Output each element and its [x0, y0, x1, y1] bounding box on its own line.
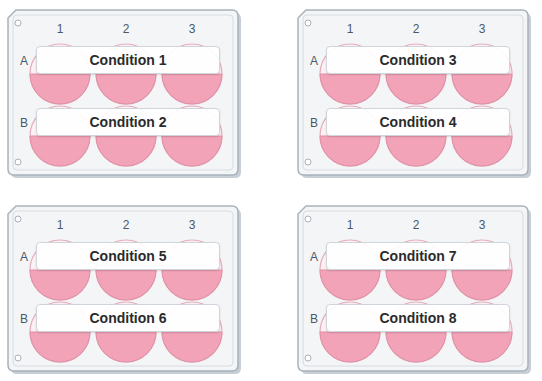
condition-text: Condition 6 [90, 310, 167, 326]
row-letter: A [302, 250, 326, 264]
condition-text: Condition 3 [380, 52, 457, 68]
column-number: 2 [114, 22, 138, 36]
row-letter: B [302, 312, 326, 326]
column-number: 2 [404, 218, 428, 232]
condition-text: Condition 7 [380, 248, 457, 264]
row-letter: B [12, 312, 36, 326]
column-number: 3 [470, 22, 494, 36]
well-plate [8, 206, 241, 374]
row-letter: A [12, 250, 36, 264]
column-number: 2 [404, 22, 428, 36]
condition-label: Condition 5 [36, 242, 220, 270]
well-plate: 1 2 3A B Condition 5 Condition 6 [8, 206, 238, 371]
condition-label: Condition 2 [36, 108, 220, 136]
column-number: 1 [338, 22, 362, 36]
well-plate [298, 206, 531, 374]
row-letter: B [302, 116, 326, 130]
condition-label: Condition 1 [36, 46, 220, 74]
well-plate [298, 10, 531, 178]
well-plate [8, 10, 241, 178]
condition-text: Condition 4 [380, 114, 457, 130]
well-plate: 1 2 3A B Condition 1 Condition 2 [8, 10, 238, 175]
condition-text: Condition 1 [90, 52, 167, 68]
condition-text: Condition 8 [380, 310, 457, 326]
condition-label: Condition 3 [326, 46, 510, 74]
column-number: 1 [338, 218, 362, 232]
condition-label: Condition 6 [36, 304, 220, 332]
condition-label: Condition 4 [326, 108, 510, 136]
condition-label: Condition 8 [326, 304, 510, 332]
condition-text: Condition 2 [90, 114, 167, 130]
well-plate: 1 2 3A B Condition 3 Condition 4 [298, 10, 528, 175]
column-number: 2 [114, 218, 138, 232]
row-letter: A [302, 54, 326, 68]
column-number: 3 [180, 22, 204, 36]
column-number: 3 [180, 218, 204, 232]
condition-label: Condition 7 [326, 242, 510, 270]
well-plate: 1 2 3A B Condition 7 Condition 8 [298, 206, 528, 371]
condition-text: Condition 5 [90, 248, 167, 264]
row-letter: B [12, 116, 36, 130]
column-number: 1 [48, 22, 72, 36]
row-letter: A [12, 54, 36, 68]
column-number: 3 [470, 218, 494, 232]
column-number: 1 [48, 218, 72, 232]
